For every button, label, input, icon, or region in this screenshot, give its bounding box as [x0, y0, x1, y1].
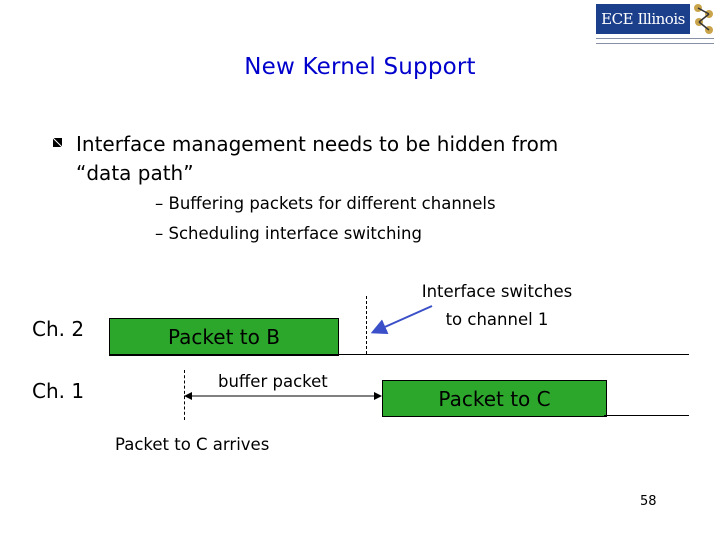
buffer-packet-label: buffer packet [218, 372, 328, 391]
channel-2-timeline [109, 354, 689, 355]
sub-bullet-buffering: – Buffering packets for different channe… [155, 194, 496, 213]
slide-title: New Kernel Support [244, 54, 476, 80]
ece-illinois-logo: ECE Illinois [596, 0, 718, 46]
logo-underline [596, 38, 714, 44]
main-bullet-line2: “data path” [76, 161, 194, 185]
logo-wordmark: ECE Illinois [596, 4, 690, 34]
arrival-marker-dashed [184, 370, 185, 420]
main-bullet: Interface management needs to be hidden … [76, 130, 676, 188]
bullet-square-icon [53, 138, 62, 147]
channel-2-label: Ch. 2 [32, 317, 85, 341]
logo-emblem-icon [694, 4, 713, 34]
packet-to-b-box: Packet to B [109, 318, 339, 356]
switch-arrow-icon [370, 305, 433, 335]
interface-switch-label: Interface switches to channel 1 [404, 278, 590, 334]
interface-switch-label-line1: Interface switches [421, 282, 573, 301]
main-bullet-line1: Interface management needs to be hidden … [76, 132, 559, 156]
interface-switch-label-line2: to channel 1 [445, 310, 549, 329]
switch-marker-dashed [366, 296, 367, 354]
page-number: 58 [640, 494, 657, 509]
packet-arrives-label: Packet to C arrives [115, 435, 270, 454]
buffer-interval-arrow-icon [184, 392, 382, 400]
sub-bullet-scheduling: – Scheduling interface switching [155, 224, 422, 243]
packet-to-c-box: Packet to C [382, 380, 607, 417]
channel-1-timeline [604, 415, 689, 416]
channel-1-label: Ch. 1 [32, 379, 85, 403]
